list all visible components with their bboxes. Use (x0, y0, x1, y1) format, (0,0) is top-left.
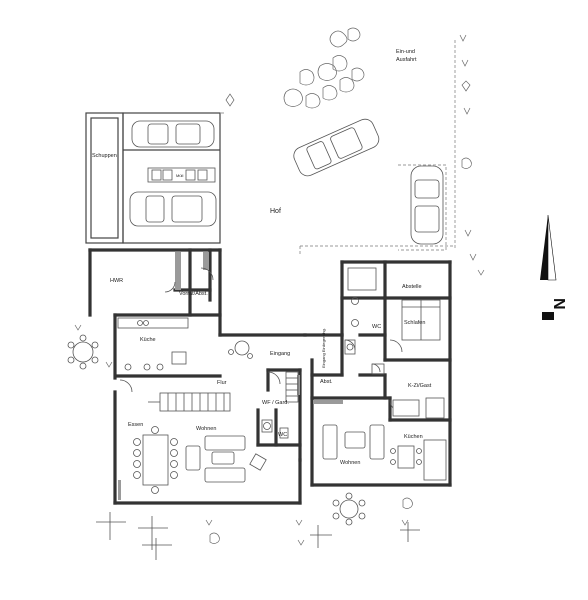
kitchen-main-label: Küche (140, 337, 156, 343)
utility-label: HWR (110, 278, 123, 284)
wc-main-fixtures (261, 419, 289, 439)
child-guest-label: K-Zi/Gast (408, 383, 432, 389)
storage-room-label: Abst. (320, 379, 333, 385)
north-arrow-label: N (550, 298, 567, 310)
wc-granny-label: WC (372, 324, 381, 330)
stairs (148, 392, 231, 412)
wc-cloak-label: WF / Gard. (262, 400, 289, 406)
entrance-exit-label-2: Ausfahrt (396, 57, 417, 63)
car-parked-1 (131, 120, 215, 148)
storage-north-label: Abstelle (402, 284, 422, 290)
terrace-table-left (67, 334, 99, 370)
main-house-walls (88, 248, 452, 505)
dining-label: Essen (128, 422, 143, 428)
stairs-entrance (285, 371, 299, 403)
wc-main-label: WC (278, 432, 287, 438)
yard-label: Hof (270, 208, 281, 215)
living-main-furniture (185, 435, 267, 483)
shed: Schuppen (85, 112, 124, 244)
north-arrow: N (540, 214, 567, 320)
entrance-furniture (228, 340, 253, 359)
entrance-label: Eingang (270, 351, 290, 357)
bath-granny-fixtures (344, 267, 385, 375)
vegetation (74, 27, 485, 546)
shed-label: Schuppen (92, 153, 117, 159)
sleeping-label: Schlafen (404, 320, 425, 326)
terrace-table-right (332, 492, 366, 526)
kitchen-granny-furniture (390, 439, 447, 481)
child-guest-furniture (392, 397, 445, 419)
car-right (410, 165, 444, 245)
hallway-label: Flur (217, 380, 227, 386)
car-parked-2 (129, 191, 217, 227)
dining-table (133, 426, 178, 494)
kitchen-granny-label: Küchen (404, 434, 423, 440)
living-granny-furniture (322, 424, 385, 460)
car-yard (293, 118, 380, 177)
terrace-grid (96, 512, 420, 560)
kitchen-main-furniture (117, 317, 189, 371)
living-granny-label: Wohnen (340, 460, 360, 466)
carport: Müll (122, 112, 221, 244)
entrance-exit-label-1: Ein-und (396, 49, 415, 55)
bedroom-furniture (401, 299, 441, 341)
wall-hatching (118, 252, 343, 500)
entrance-granny-label: Eingang Einliegerwhg. (321, 328, 326, 368)
muell-label: Müll (176, 173, 183, 178)
pantry-label: Vorrat/Abst. (179, 291, 208, 297)
living-main-label: Wohnen (196, 426, 216, 432)
